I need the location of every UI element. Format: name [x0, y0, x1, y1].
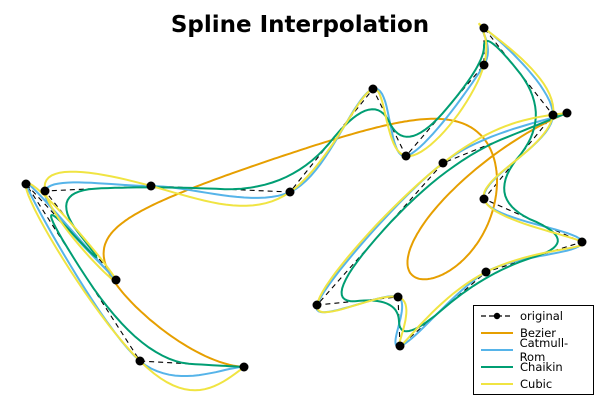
original-point-marker [368, 84, 378, 94]
original-point-marker [479, 60, 489, 70]
legend-label: original [520, 309, 563, 323]
original-point-marker [146, 181, 156, 191]
legend-swatch-catmull-rom [481, 349, 513, 351]
chaikin-curve [50, 39, 568, 368]
original-point-marker [479, 23, 489, 33]
legend-label: Catmull-Rom [519, 336, 569, 364]
original-point-marker [312, 300, 322, 310]
original-point-marker [40, 186, 50, 196]
original-point-marker [393, 292, 403, 302]
original-point-marker [438, 158, 448, 168]
original-point-marker [548, 110, 558, 120]
legend-item-catmull-rom: Catmull-Rom [480, 336, 593, 364]
original-point-marker [239, 362, 249, 372]
legend-swatch-chaikin [481, 366, 513, 368]
original-point-marker [135, 356, 145, 366]
original-point-marker [479, 194, 489, 204]
legend-item-original: original [480, 308, 563, 324]
original-point-marker [21, 179, 31, 189]
legend-item-chaikin: Chaikin [480, 359, 563, 375]
legend-label: Chaikin [520, 360, 563, 374]
original-point-marker [401, 151, 411, 161]
legend-swatch-bezier [481, 332, 513, 334]
legend: original Bezier Catmull-Rom Chaikin Cubi… [473, 305, 594, 395]
chart-title: Spline Interpolation [170, 12, 430, 38]
bezier-curve [102, 112, 568, 368]
original-point-marker [562, 108, 572, 118]
legend-swatch-cubic [481, 383, 513, 385]
original-point-marker [577, 237, 587, 247]
legend-swatch-original [481, 312, 513, 320]
legend-label: Cubic [520, 377, 553, 391]
original-line [25, 26, 584, 368]
original-point-marker [395, 341, 405, 351]
original-point-marker [481, 267, 491, 277]
legend-label: Bezier [520, 326, 556, 340]
legend-item-bezier: Bezier [480, 325, 556, 341]
original-point-marker [111, 275, 121, 285]
legend-item-cubic: Cubic [480, 376, 552, 392]
original-point-marker [285, 187, 295, 197]
